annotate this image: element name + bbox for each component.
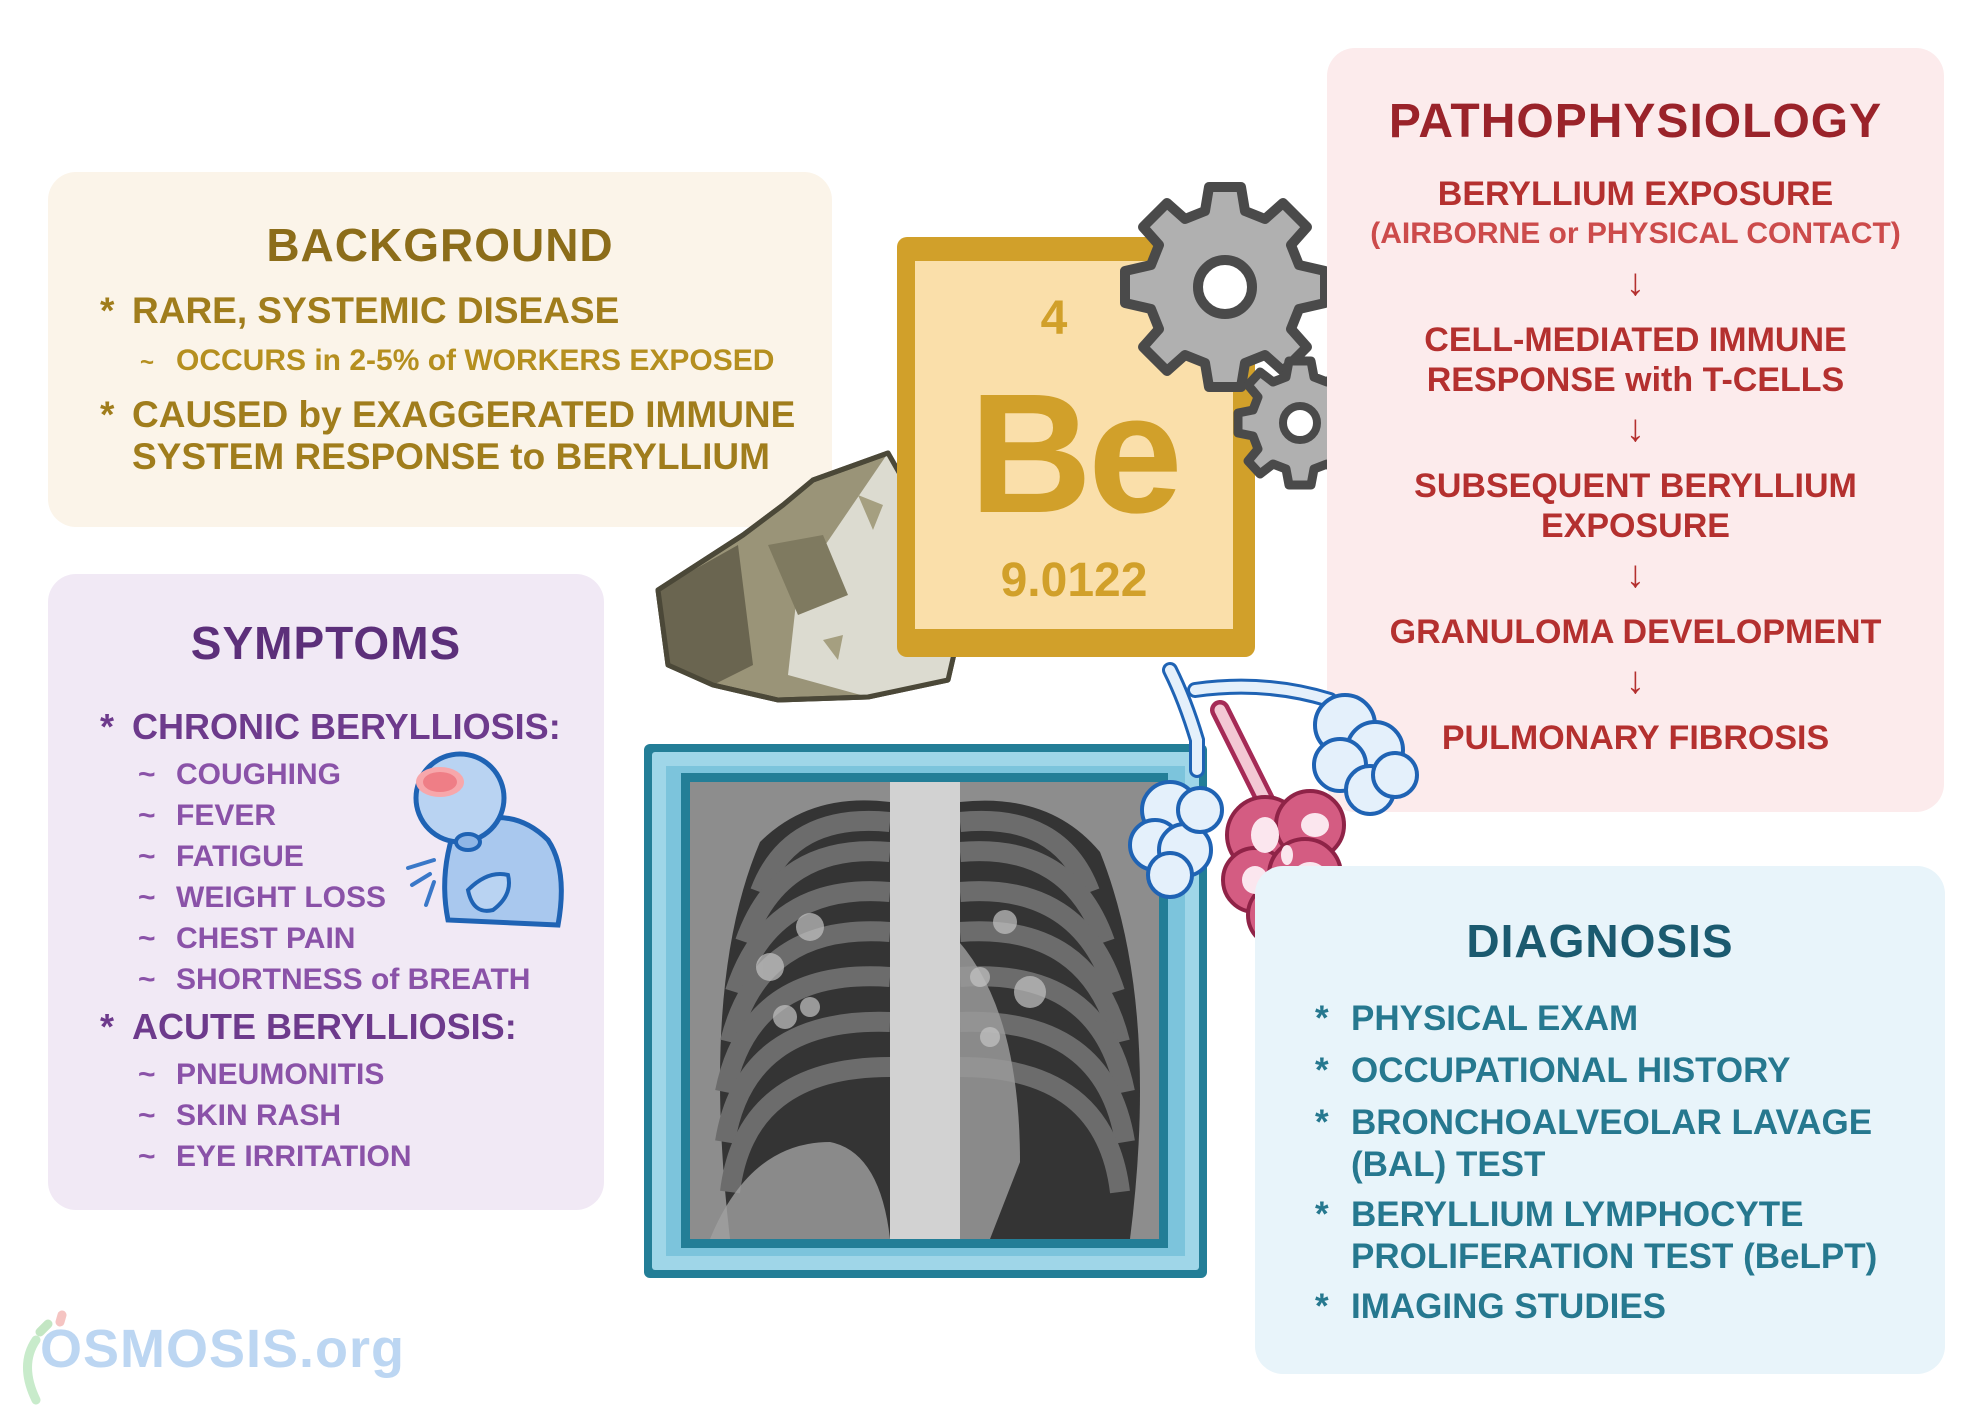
asterisk-bullet-icon: * xyxy=(1315,1195,1329,1234)
tilde-bullet-icon: ~ xyxy=(138,922,156,955)
patho-step: CELL-MEDIATED IMMUNE RESPONSE with T-CEL… xyxy=(1424,321,1847,399)
patho-step: PULMONARY FIBROSIS xyxy=(1441,719,1830,757)
symptoms-title: SYMPTOMS xyxy=(190,617,462,669)
asterisk-bullet-icon: * xyxy=(1315,1103,1329,1142)
patho-step: BERYLLIUM EXPOSURE (AIRBORNE or PHYSICAL… xyxy=(1370,175,1901,250)
asterisk-bullet-icon: * xyxy=(1315,1287,1329,1326)
symptom-item: ~COUGHING xyxy=(138,758,341,791)
tilde-bullet-icon: ~ xyxy=(138,758,156,791)
down-arrow-icon: ↓ xyxy=(1626,408,1645,450)
osmosis-logo[interactable]: OSMOSIS.org xyxy=(40,1319,406,1379)
background-panel: BACKGROUND *RARE, SYSTEMIC DISEASE ~OCCU… xyxy=(48,172,832,527)
asterisk-bullet-icon: * xyxy=(1315,999,1329,1038)
symptoms-panel: SYMPTOMS *CHRONIC BERYLLIOSIS: ~COUGHING… xyxy=(48,574,604,1210)
tilde-bullet-icon: ~ xyxy=(138,840,156,873)
down-arrow-icon: ↓ xyxy=(1626,262,1645,304)
tilde-bullet-icon: ~ xyxy=(138,963,156,996)
symptom-group-heading: *CHRONIC BERYLLIOSIS: xyxy=(100,706,561,747)
diagnosis-title: DIAGNOSIS xyxy=(1466,915,1734,967)
diagnosis-item: *PHYSICAL EXAM xyxy=(1315,999,1639,1038)
symptom-item: ~SHORTNESS of BREATH xyxy=(138,963,531,996)
diagnosis-item: *BRONCHOALVEOLAR LAVAGE(BAL) TEST xyxy=(1315,1103,1873,1184)
symptom-item: ~FATIGUE xyxy=(138,840,304,873)
tilde-bullet-icon: ~ xyxy=(138,881,156,914)
asterisk-bullet-icon: * xyxy=(1315,1051,1329,1090)
tilde-bullet-icon: ~ xyxy=(138,1099,156,1132)
tilde-bullet-icon: ~ xyxy=(138,799,156,832)
asterisk-bullet-icon: * xyxy=(100,290,115,331)
background-item: *RARE, SYSTEMIC DISEASE xyxy=(100,290,620,331)
symptom-item: ~WEIGHT LOSS xyxy=(138,881,386,914)
symptom-group-heading: *ACUTE BERYLLIOSIS: xyxy=(100,1006,517,1047)
osmosis-logo-icon xyxy=(23,1310,67,1405)
atomic-number: 4 xyxy=(1040,292,1068,345)
diagnosis-panel: DIAGNOSIS *PHYSICAL EXAM *OCCUPATIONAL H… xyxy=(1255,866,1945,1374)
symptom-item: ~SKIN RASH xyxy=(138,1099,342,1132)
diagnosis-item: *IMAGING STUDIES xyxy=(1315,1287,1667,1326)
asterisk-bullet-icon: * xyxy=(100,394,115,435)
symptom-item: ~PNEUMONITIS xyxy=(138,1058,385,1091)
tilde-bullet-icon: ~ xyxy=(138,1058,156,1091)
background-item: *CAUSED by EXAGGERATED IMMUNE xyxy=(100,394,796,435)
symptom-item: ~CHEST PAIN xyxy=(138,922,356,955)
asterisk-bullet-icon: * xyxy=(100,1006,115,1047)
pathophysiology-title: PATHOPHYSIOLOGY xyxy=(1388,95,1883,148)
patho-step: SUBSEQUENT BERYLLIUM EXPOSURE xyxy=(1414,467,1857,545)
symptom-item: ~EYE IRRITATION xyxy=(138,1140,412,1173)
atomic-mass: 9.0122 xyxy=(1000,554,1148,607)
asterisk-bullet-icon: * xyxy=(100,706,115,747)
symptom-item: ~FEVER xyxy=(138,799,277,832)
xray-ribcage-icon xyxy=(690,782,1159,1239)
background-title: BACKGROUND xyxy=(266,219,614,271)
chest-xray-image xyxy=(644,744,1207,1278)
diagnosis-item: *OCCUPATIONAL HISTORY xyxy=(1315,1051,1791,1090)
element-symbol: Be xyxy=(969,359,1182,549)
down-arrow-icon: ↓ xyxy=(1626,660,1645,702)
background-item-cont: SYSTEM RESPONSE to BERYLLIUM xyxy=(132,436,770,477)
patho-step: GRANULOMA DEVELOPMENT xyxy=(1389,613,1882,651)
tilde-bullet-icon: ~ xyxy=(138,1140,156,1173)
down-arrow-icon: ↓ xyxy=(1626,554,1645,596)
coughing-person-icon xyxy=(406,751,564,928)
background-subitem: ~OCCURS in 2-5% of WORKERS EXPOSED xyxy=(140,344,775,377)
tilde-bullet-icon: ~ xyxy=(140,349,155,376)
pathophysiology-panel: PATHOPHYSIOLOGY BERYLLIUM EXPOSURE (AIRB… xyxy=(1327,48,1944,812)
